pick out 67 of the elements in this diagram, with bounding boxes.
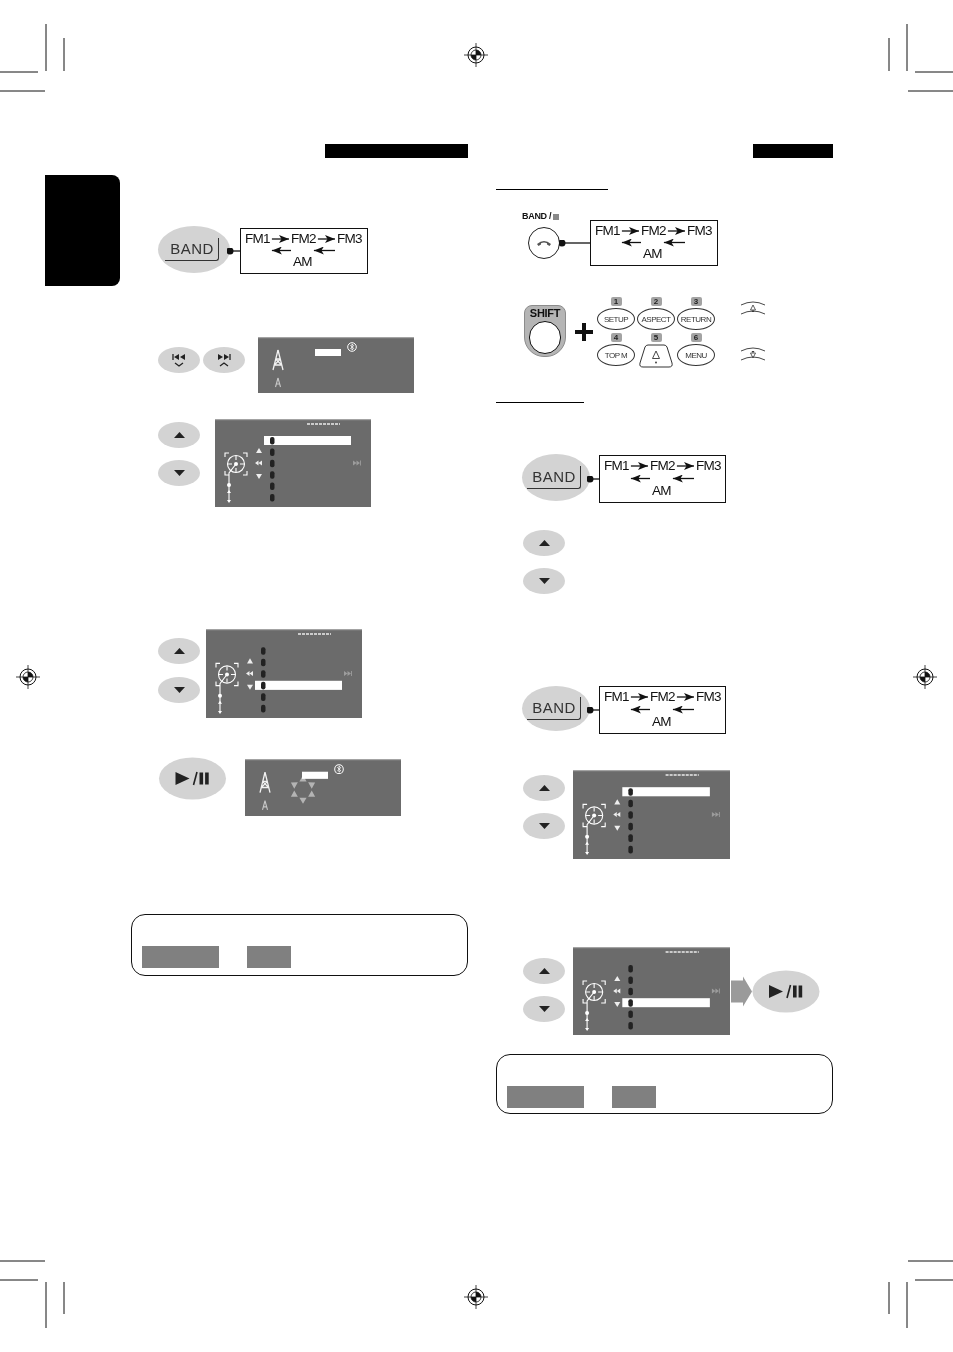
shift-button: SHIFT [524,305,566,357]
arrow [317,235,336,243]
arrow [630,705,651,714]
shaded-bar [612,1086,656,1108]
arrow [667,227,686,235]
arrow [621,227,640,235]
side-tab [45,175,120,286]
arrow [313,246,336,255]
connector-line [226,247,241,255]
note-box [496,1054,833,1114]
key-number: 1 [610,297,622,306]
band-label: FM2 [639,223,668,239]
key-number: 5 [650,333,662,342]
key-number: 3 [690,297,702,306]
band-label: FM2 [648,458,677,474]
arrow [672,705,695,714]
band-label: FM3 [685,223,714,239]
block-arrow [731,976,752,1007]
band-label: FM3 [694,458,723,474]
connector-line [586,475,600,483]
arrow [630,474,651,483]
band-button: BAND [158,226,230,273]
band-label: FM3 [335,231,364,247]
lcd-screen-drawing [573,947,730,1035]
band-cycle-box [599,686,726,734]
band-label: AM [650,714,673,730]
key-number: 6 [690,333,702,342]
play-pause-button [752,970,820,1013]
connector-line [586,706,600,714]
band-cycle-box [599,455,726,503]
band-label: FM1 [243,231,272,247]
band-button: BAND [522,686,590,731]
play-pause-button [158,757,227,800]
band-cycle-box [590,220,718,266]
key-button: MENU [677,344,715,366]
band-label: FM1 [593,223,622,239]
arrow [621,238,642,247]
arrow [663,238,686,247]
arrow [630,693,649,701]
band-label: FM2 [648,689,677,705]
arrow [271,235,290,243]
key-button: RETURN [677,308,715,330]
arrow [271,246,292,255]
shaded-bar [142,946,219,968]
band-label: AM [291,254,314,270]
shaded-bar [507,1086,584,1108]
band-label: AM [641,246,664,262]
connector-line [558,239,591,247]
key-button: ASPECT [637,308,675,330]
key-button: SETUP [597,308,635,330]
arrow [672,474,695,483]
band-cycle-box [240,228,368,274]
arrow [630,462,649,470]
note-box [131,914,468,976]
band-label: FM2 [289,231,318,247]
shaded-bar [247,946,291,968]
button-label: BAND / [522,211,552,222]
band-label: FM3 [694,689,723,705]
band-button: BAND [522,454,590,501]
band-label: AM [650,483,673,499]
arrow [676,462,695,470]
key-button: TOP M [597,344,635,366]
band-label: FM1 [602,458,631,474]
band-label: FM1 [602,689,631,705]
key-number: 2 [650,297,662,306]
key-number: 4 [610,333,622,342]
arrow [676,693,695,701]
